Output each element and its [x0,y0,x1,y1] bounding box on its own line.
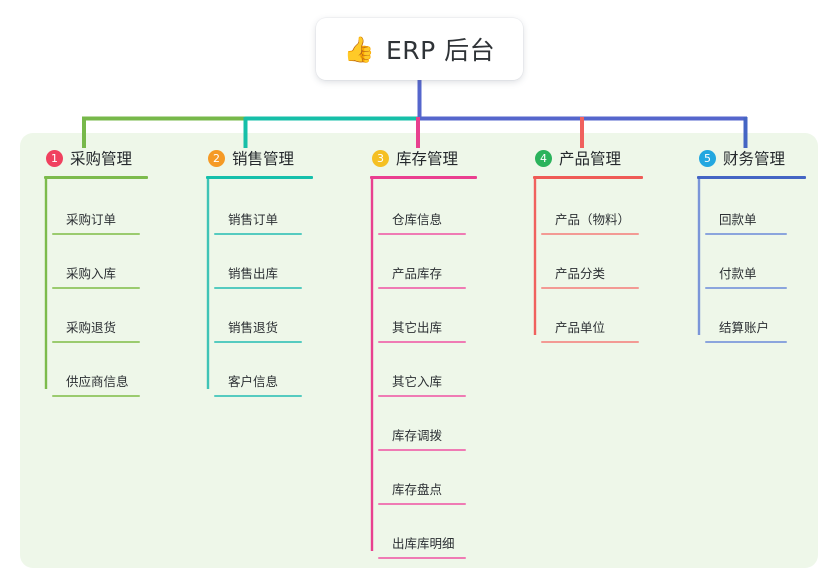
leaf-label: 销售退货 [228,320,279,335]
leaf-node[interactable]: 销售退货 [214,317,302,343]
leaf-node[interactable]: 其它出库 [378,317,466,343]
leaf-rule [378,233,466,235]
column-title: 财务管理 [723,150,786,168]
column-number-badge: 3 [372,149,389,167]
column-spine [697,179,701,335]
leaf-rule [541,287,639,289]
leaf-rule [214,233,302,235]
leaf-node[interactable]: 采购退货 [52,317,140,343]
leaf-label: 销售出库 [228,266,279,281]
leaf-rule [705,287,787,289]
column-number-badge: 4 [535,149,552,167]
leaf-label: 仓库信息 [392,212,443,227]
leaf-label: 付款单 [719,266,757,281]
column-number-badge: 1 [46,149,63,167]
leaf-rule [214,341,302,343]
leaf-label: 产品单位 [555,320,606,335]
leaf-label: 结算账户 [719,320,770,335]
leaf-rule [541,341,639,343]
column-header-rule [370,176,477,179]
thumbs-up-icon: 👍 [343,34,375,64]
leaf-node[interactable]: 销售出库 [214,263,302,289]
column-header-3[interactable]: 3 库存管理 [370,146,477,170]
leaf-node[interactable]: 回款单 [705,209,787,235]
column-title: 产品管理 [559,150,622,168]
leaf-label: 客户信息 [228,374,279,389]
leaf-rule [705,341,787,343]
column-header-rule [206,176,313,179]
leaf-rule [214,395,302,397]
leaf-rule [52,287,140,289]
leaf-label: 产品分类 [555,266,606,281]
leaf-label: 供应商信息 [66,374,129,389]
leaf-label: 销售订单 [228,212,279,227]
leaf-rule [705,233,787,235]
leaf-rule [541,233,639,235]
leaf-node[interactable]: 客户信息 [214,371,302,397]
column-3: 3 库存管理仓库信息产品库存其它出库其它入库库存调拨库存盘点出库库明细 [370,146,477,559]
leaf-label: 出库库明细 [392,536,455,551]
leaf-node[interactable]: 结算账户 [705,317,787,343]
leaf-rule [378,287,466,289]
leaf-node[interactable]: 出库库明细 [378,533,466,559]
column-title: 库存管理 [396,150,459,168]
leaf-node[interactable]: 销售订单 [214,209,302,235]
leaf-label: 产品库存 [392,266,443,281]
leaf-label: 采购退货 [66,320,117,335]
leaf-node[interactable]: 供应商信息 [52,371,140,397]
column-spine [533,179,537,335]
leaf-label: 其它出库 [392,320,443,335]
column-header-rule [533,176,643,179]
leaf-label: 采购入库 [66,266,117,281]
leaf-rule [52,341,140,343]
leaf-rule [378,341,466,343]
leaf-rule [214,287,302,289]
column-spine [206,179,210,389]
leaf-label: 库存调拨 [392,428,443,443]
leaf-rule [52,395,140,397]
column-header-rule [697,176,806,179]
column-2: 2 销售管理销售订单销售出库销售退货客户信息 [206,146,313,397]
column-title: 采购管理 [70,150,133,168]
column-header-1[interactable]: 1 采购管理 [44,146,148,170]
root-node[interactable]: 👍 ERP 后台 [316,18,523,80]
leaf-node[interactable]: 产品单位 [541,317,639,343]
leaf-label: 产品（物料） [555,212,631,227]
column-header-4[interactable]: 4 产品管理 [533,146,643,170]
leaf-rule [52,233,140,235]
leaf-node[interactable]: 库存盘点 [378,479,466,505]
leaf-node[interactable]: 付款单 [705,263,787,289]
column-number-badge: 5 [699,149,716,167]
column-5: 5 财务管理回款单付款单结算账户 [697,146,806,343]
column-4: 4 产品管理产品（物料） 产品分类产品单位 [533,146,643,343]
leaf-label: 库存盘点 [392,482,443,497]
leaf-label: 回款单 [719,212,757,227]
leaf-rule [378,503,466,505]
leaf-node[interactable]: 产品（物料） [541,209,639,235]
column-1: 1 采购管理采购订单采购入库采购退货供应商信息 [44,146,148,397]
column-header-rule [44,176,148,179]
column-number-badge: 2 [208,149,225,167]
leaf-node[interactable]: 仓库信息 [378,209,466,235]
column-header-2[interactable]: 2 销售管理 [206,146,313,170]
diagram-panel [20,133,818,568]
leaf-label: 采购订单 [66,212,117,227]
leaf-node[interactable]: 其它入库 [378,371,466,397]
leaf-node[interactable]: 采购入库 [52,263,140,289]
leaf-node[interactable]: 采购订单 [52,209,140,235]
leaf-rule [378,395,466,397]
column-title: 销售管理 [232,150,295,168]
leaf-rule [378,557,466,559]
leaf-node[interactable]: 产品库存 [378,263,466,289]
root-title: ERP 后台 [385,36,496,65]
column-spine [44,179,48,389]
leaf-node[interactable]: 库存调拨 [378,425,466,451]
leaf-rule [378,449,466,451]
column-header-5[interactable]: 5 财务管理 [697,146,806,170]
column-spine [370,179,374,551]
leaf-label: 其它入库 [392,374,443,389]
leaf-node[interactable]: 产品分类 [541,263,639,289]
